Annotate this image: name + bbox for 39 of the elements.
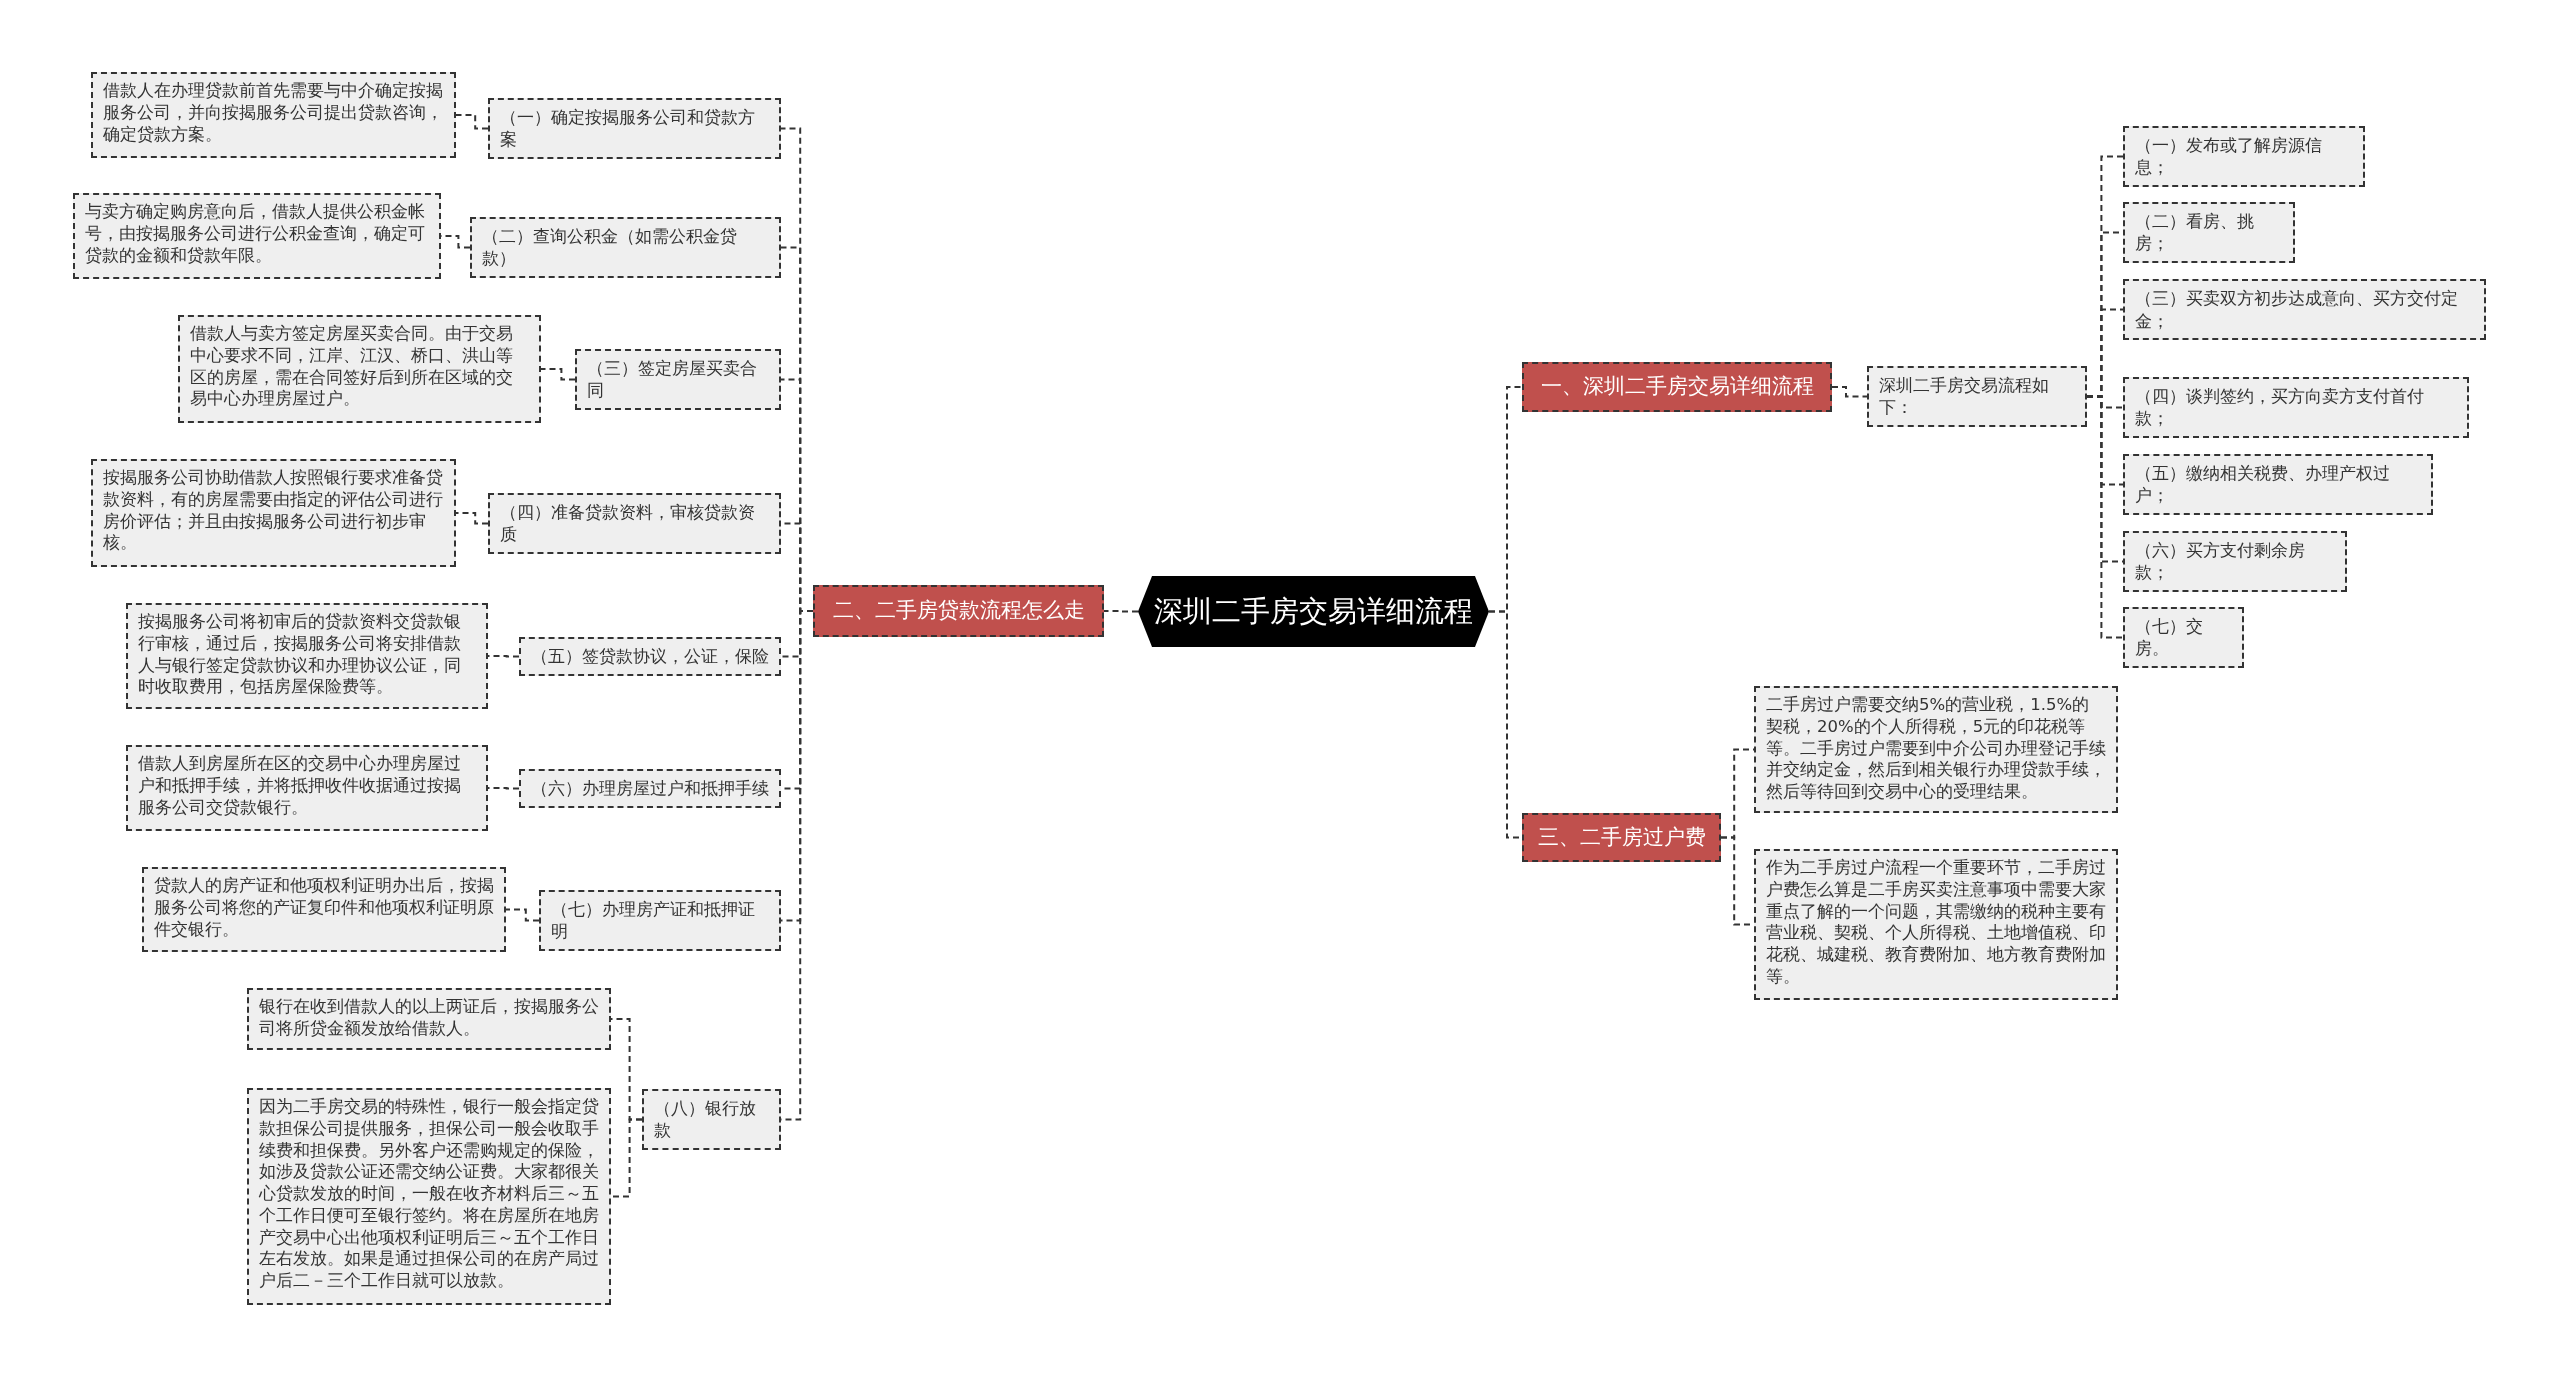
- subtopic-box: （二）看房、挑房；: [2123, 202, 2295, 263]
- branch-topic-box: 三、二手房过户费: [1522, 813, 1721, 862]
- subtopic-box: （七）办理房产证和抵押证明: [539, 890, 781, 951]
- connector-line: [455, 512, 489, 525]
- subtopic-box: （五）签贷款协议，公证，保险: [519, 637, 781, 676]
- note-box: 与卖方确定购房意向后，借款人提供公积金帐号，由按揭服务公司进行公积金查询，确定可贷款的金额和贷款年限。: [73, 193, 441, 279]
- subtopic-box: （八）银行放款: [642, 1089, 781, 1150]
- subtopic-box: （六）买方支付剩余房款；: [2123, 531, 2347, 592]
- note-box: 银行在收到借款人的以上两证后，按揭服务公司将所贷金额发放给借款人。: [247, 988, 611, 1050]
- connector-line: [610, 1118, 643, 1198]
- subtopic-box: （二）查询公积金（如需公积金贷款）: [470, 217, 781, 278]
- subtopic-box: （三）买卖双方初步达成意向、买方交付定金；: [2123, 279, 2486, 340]
- branch-topic-box: 二、二手房贷款流程怎么走: [813, 585, 1104, 637]
- note-box: 作为二手房过户流程一个重要环节，二手房过户费怎么算是二手房买卖注意事项中需要大家重点了解的一个问题，其需缴纳的税种主要有营业税、契税、个人所得税、土地增值税、印花税、城建税、教育费附加、地方教育费附加等。: [1754, 849, 2118, 1000]
- subtopic-box: （七）交房。: [2123, 607, 2244, 668]
- subtopic-box: （一）确定按揭服务公司和贷款方案: [488, 98, 781, 159]
- note-box: 按揭服务公司将初审后的贷款资料交贷款银行审核，通过后，按揭服务公司将安排借款人与银行签定贷款协议和办理协议公证，同时收取费用，包括房屋保险费等。: [126, 603, 488, 709]
- note-box: 因为二手房交易的特殊性，银行一般会指定贷款担保公司提供服务，担保公司一般会收取手续费和担保费。另外客户还需购规定的保险，如涉及贷款公证还需交纳公证费。大家都很关心贷款发放的时间，一般在收齐材料后三～五个工作日便可至银行签约。将在房屋所在地房产交易中心出他项权利证明后三～五个工作日左右发放。如果是通过担保公司的在房产局过户后二－三个工作日就可以放款。: [247, 1088, 611, 1305]
- subtopic-box: 深圳二手房交易流程如下：: [1867, 366, 2087, 427]
- connector-line: [2086, 395, 2124, 639]
- connector-line: [540, 368, 576, 381]
- branch-topic-box: 一、深圳二手房交易详细流程: [1522, 362, 1832, 412]
- note-box: 二手房过户需要交纳5%的营业税，1.5%的契税，20%的个人所得税，5元的印花税等等。二手房过户需要到中介公司办理登记手续并交纳定金，然后到相关银行办理贷款手续，然后等待回到交易中心的受理结果。: [1754, 686, 2118, 813]
- connector-line: [1103, 610, 1139, 613]
- connector-line: [1831, 386, 1868, 398]
- subtopic-box: （一）发布或了解房源信息；: [2123, 126, 2365, 187]
- subtopic-box: （四）准备贷款资料，审核贷款资质: [488, 493, 781, 554]
- note-box: 借款人在办理贷款前首先需要与中介确定按揭服务公司，并向按揭服务公司提出贷款咨询，确定贷款方案。: [91, 72, 456, 158]
- note-box: 借款人到房屋所在区的交易中心办理房屋过户和抵押手续，并将抵押收件收据通过按揭服务公司交贷款银行。: [126, 745, 488, 831]
- subtopic-box: （四）谈判签约，买方向卖方支付首付款；: [2123, 377, 2469, 438]
- connector-line: [505, 908, 540, 922]
- note-box: 按揭服务公司协助借款人按照银行要求准备贷款资料，有的房屋需要由指定的评估公司进行房价评估；并且由按揭服务公司进行初步审核。: [91, 459, 456, 567]
- central-topic-hexagon: 深圳二手房交易详细流程: [1138, 576, 1489, 647]
- note-box: 借款人与卖方签定房屋买卖合同。由于交易中心要求不同，江岸、江汉、桥口、洪山等区的房屋，需在合同签好后到所在区域的交易中心办理房屋过户。: [178, 315, 541, 423]
- subtopic-box: （五）缴纳相关税费、办理产权过户；: [2123, 454, 2433, 515]
- connector-line: [455, 114, 489, 130]
- subtopic-box: （三）签定房屋买卖合同: [575, 349, 781, 410]
- note-box: 贷款人的房产证和他项权利证明办出后，按揭服务公司将您的产证复印件和他项权利证明原件交银行。: [142, 867, 506, 952]
- subtopic-box: （六）办理房屋过户和抵押手续: [519, 769, 781, 808]
